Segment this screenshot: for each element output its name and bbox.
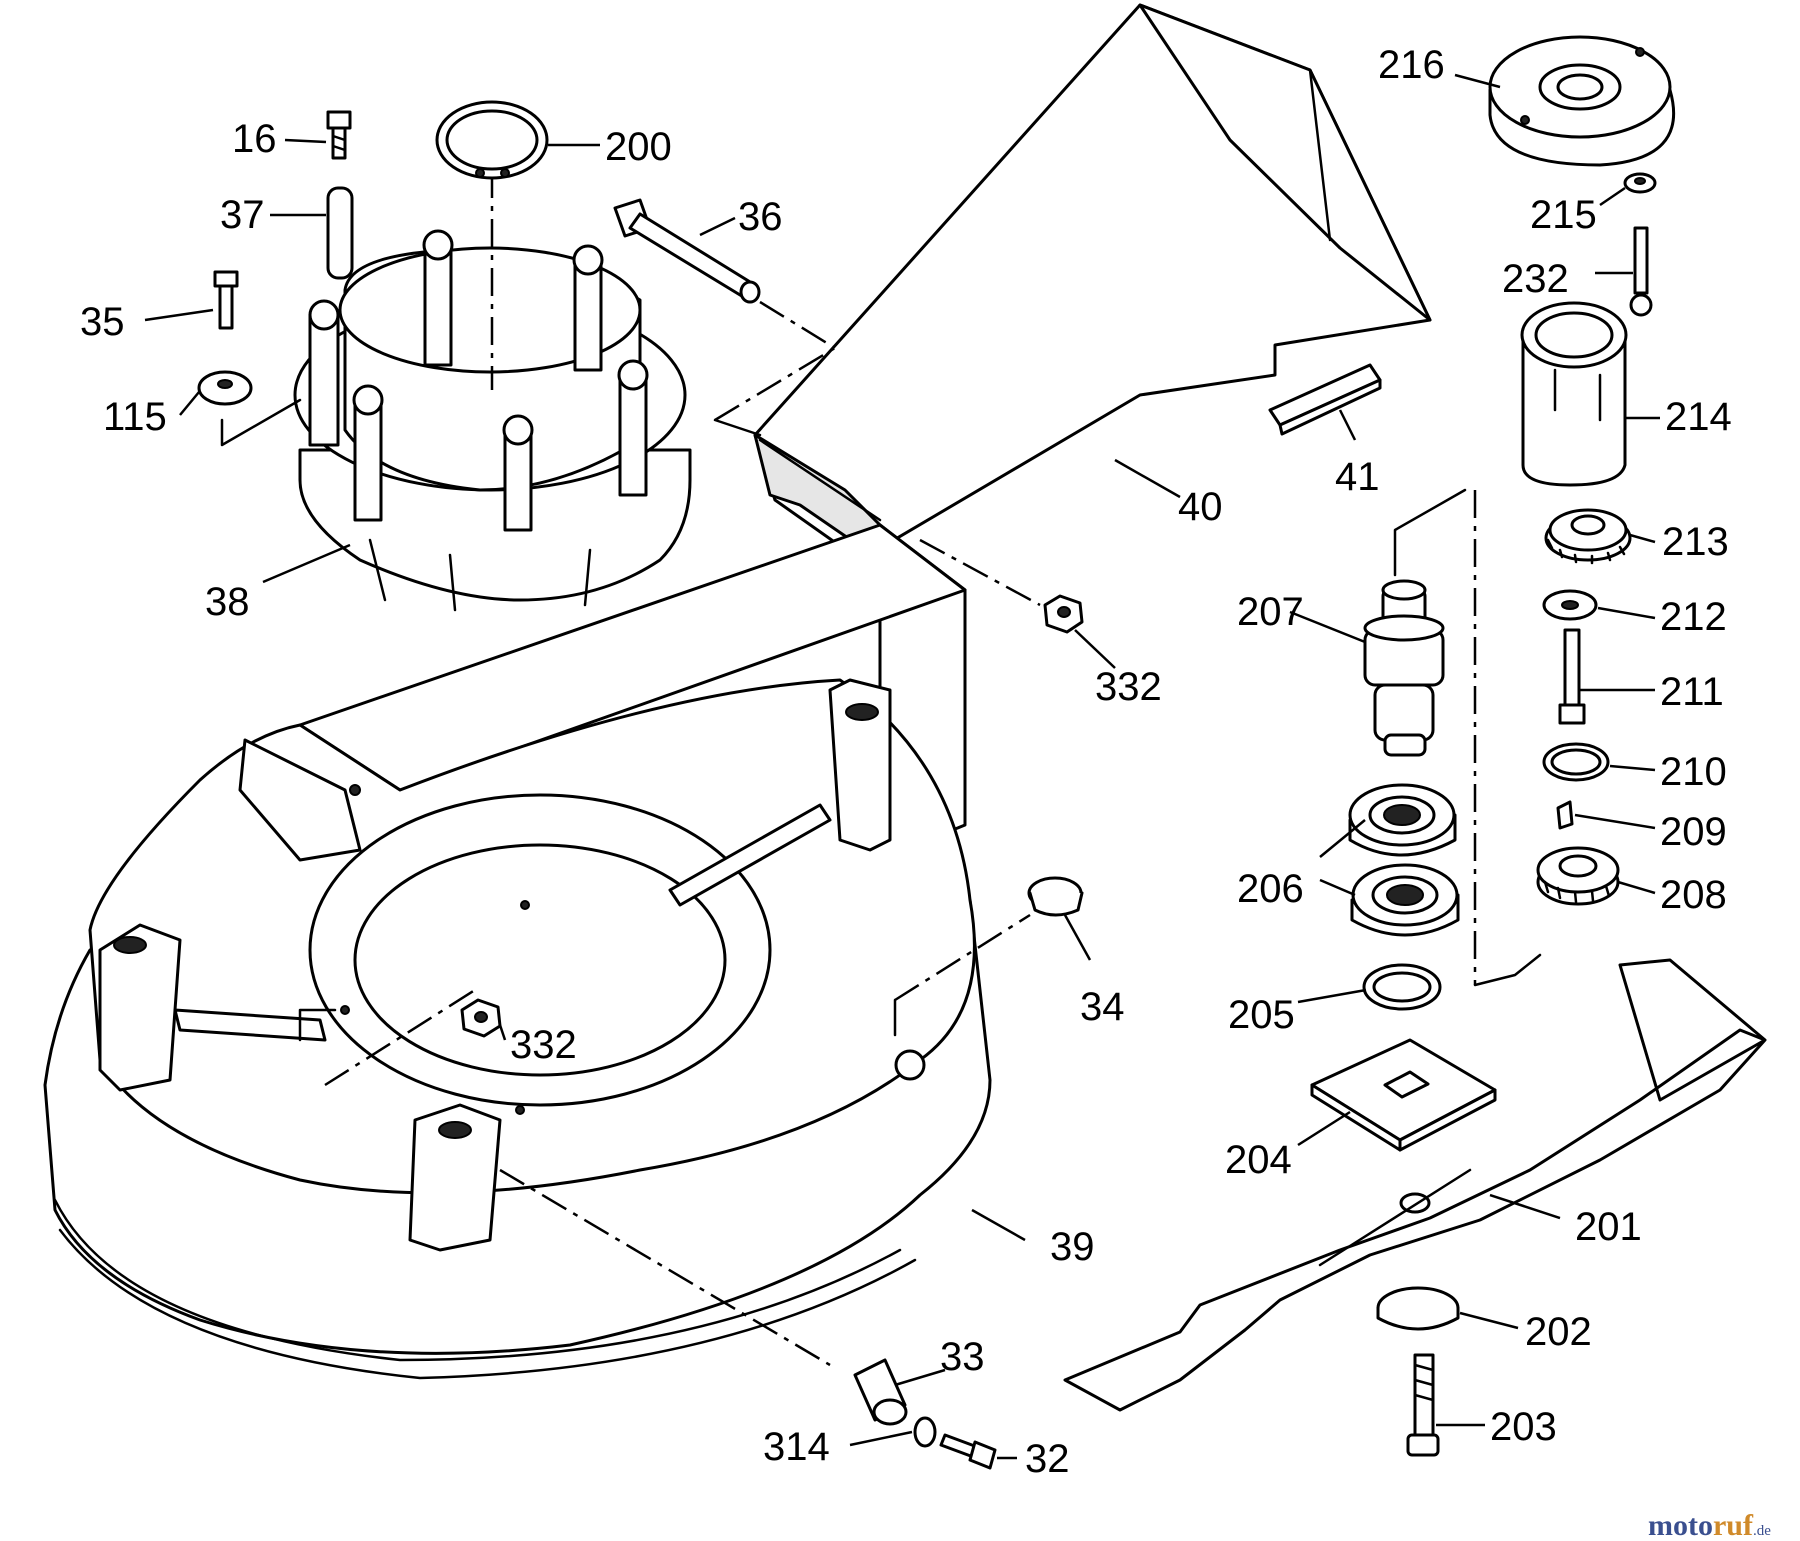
nut-part-lower	[460, 998, 502, 1038]
long-bolt-part	[613, 198, 761, 304]
pin-part	[326, 186, 354, 280]
bearing-upper-part	[1348, 783, 1457, 857]
callout-208: 208	[1660, 873, 1727, 917]
spacer-part	[853, 1358, 908, 1426]
callout-211: 211	[1660, 670, 1724, 714]
strip-part	[1268, 363, 1382, 436]
bolt-203-part	[1406, 1353, 1440, 1457]
callout-39: 39	[1050, 1225, 1095, 1269]
callout-214: 214	[1665, 395, 1732, 439]
plug-part	[1027, 876, 1084, 917]
circlip-205-part	[1362, 963, 1442, 1011]
watermark-part-a: moto	[1648, 1509, 1713, 1541]
callout-200: 200	[605, 125, 672, 169]
leader-lines	[144, 73, 1660, 1460]
svg-text:motoruf.de: motoruf.de	[1648, 1509, 1771, 1541]
callout-207: 207	[1237, 590, 1304, 634]
callout-210: 210	[1660, 750, 1727, 794]
callout-332-lower: 332	[510, 1023, 577, 1067]
callout-204: 204	[1225, 1138, 1292, 1182]
small-washer-part	[913, 1416, 937, 1448]
callout-40: 40	[1178, 485, 1223, 529]
motoruf-watermark-logo: motoruf.de	[1648, 1509, 1771, 1541]
screw-232-part	[1629, 226, 1653, 317]
callout-314: 314	[763, 1425, 830, 1469]
callout-34: 34	[1080, 985, 1125, 1029]
small-bolt-part	[939, 1433, 997, 1470]
callout-32: 32	[1025, 1437, 1070, 1481]
washer-215-part	[1623, 172, 1657, 194]
washer-part	[197, 370, 253, 406]
callout-205: 205	[1228, 993, 1295, 1037]
screw-211-part	[1558, 628, 1586, 725]
callout-41: 41	[1335, 455, 1380, 499]
key-part	[1556, 800, 1574, 830]
callout-213: 213	[1662, 520, 1729, 564]
callout-202: 202	[1525, 1310, 1592, 1354]
deck-inner-line	[298, 1008, 337, 1042]
callout-16: 16	[232, 117, 277, 161]
callout-203: 203	[1490, 1405, 1557, 1449]
callout-labels: 16 200 37 36 35 115 38 40 41 332 34 332 …	[80, 43, 1732, 1481]
callout-209: 209	[1660, 810, 1727, 854]
shaft-part	[1363, 579, 1445, 757]
bolt-part	[213, 270, 239, 330]
callout-232: 232	[1502, 257, 1569, 301]
callout-36: 36	[738, 195, 783, 239]
plate-part	[1310, 1038, 1497, 1152]
gear-213-part	[1544, 508, 1632, 565]
deck-housing-part	[43, 523, 992, 1380]
circlip-part	[435, 100, 549, 180]
callout-206: 206	[1237, 867, 1304, 911]
circlip-210-part	[1542, 742, 1610, 782]
callout-332-upper: 332	[1095, 665, 1162, 709]
washer-202-part	[1376, 1286, 1460, 1331]
sleeve-part	[1520, 301, 1628, 487]
grass-chute-part	[753, 3, 1432, 562]
blade-part	[1063, 958, 1767, 1412]
motor-mount-part	[293, 229, 692, 612]
bearing-lower-part	[1350, 863, 1460, 937]
callout-212: 212	[1660, 595, 1727, 639]
callout-115: 115	[103, 395, 167, 439]
callout-33: 33	[940, 1335, 985, 1379]
nut-part-upper	[1043, 594, 1084, 634]
watermark-suffix: .de	[1753, 1523, 1771, 1539]
screw-part	[326, 110, 352, 160]
callout-37: 37	[220, 193, 265, 237]
callout-35: 35	[80, 300, 125, 344]
callout-215: 215	[1530, 193, 1597, 237]
callout-38: 38	[205, 580, 250, 624]
callout-216: 216	[1378, 43, 1445, 87]
washer-212-part	[1542, 589, 1598, 621]
gear-208-part	[1536, 846, 1620, 906]
hub-part	[1488, 35, 1676, 167]
watermark-part-b: ruf	[1713, 1509, 1754, 1541]
callout-201: 201	[1575, 1205, 1642, 1249]
